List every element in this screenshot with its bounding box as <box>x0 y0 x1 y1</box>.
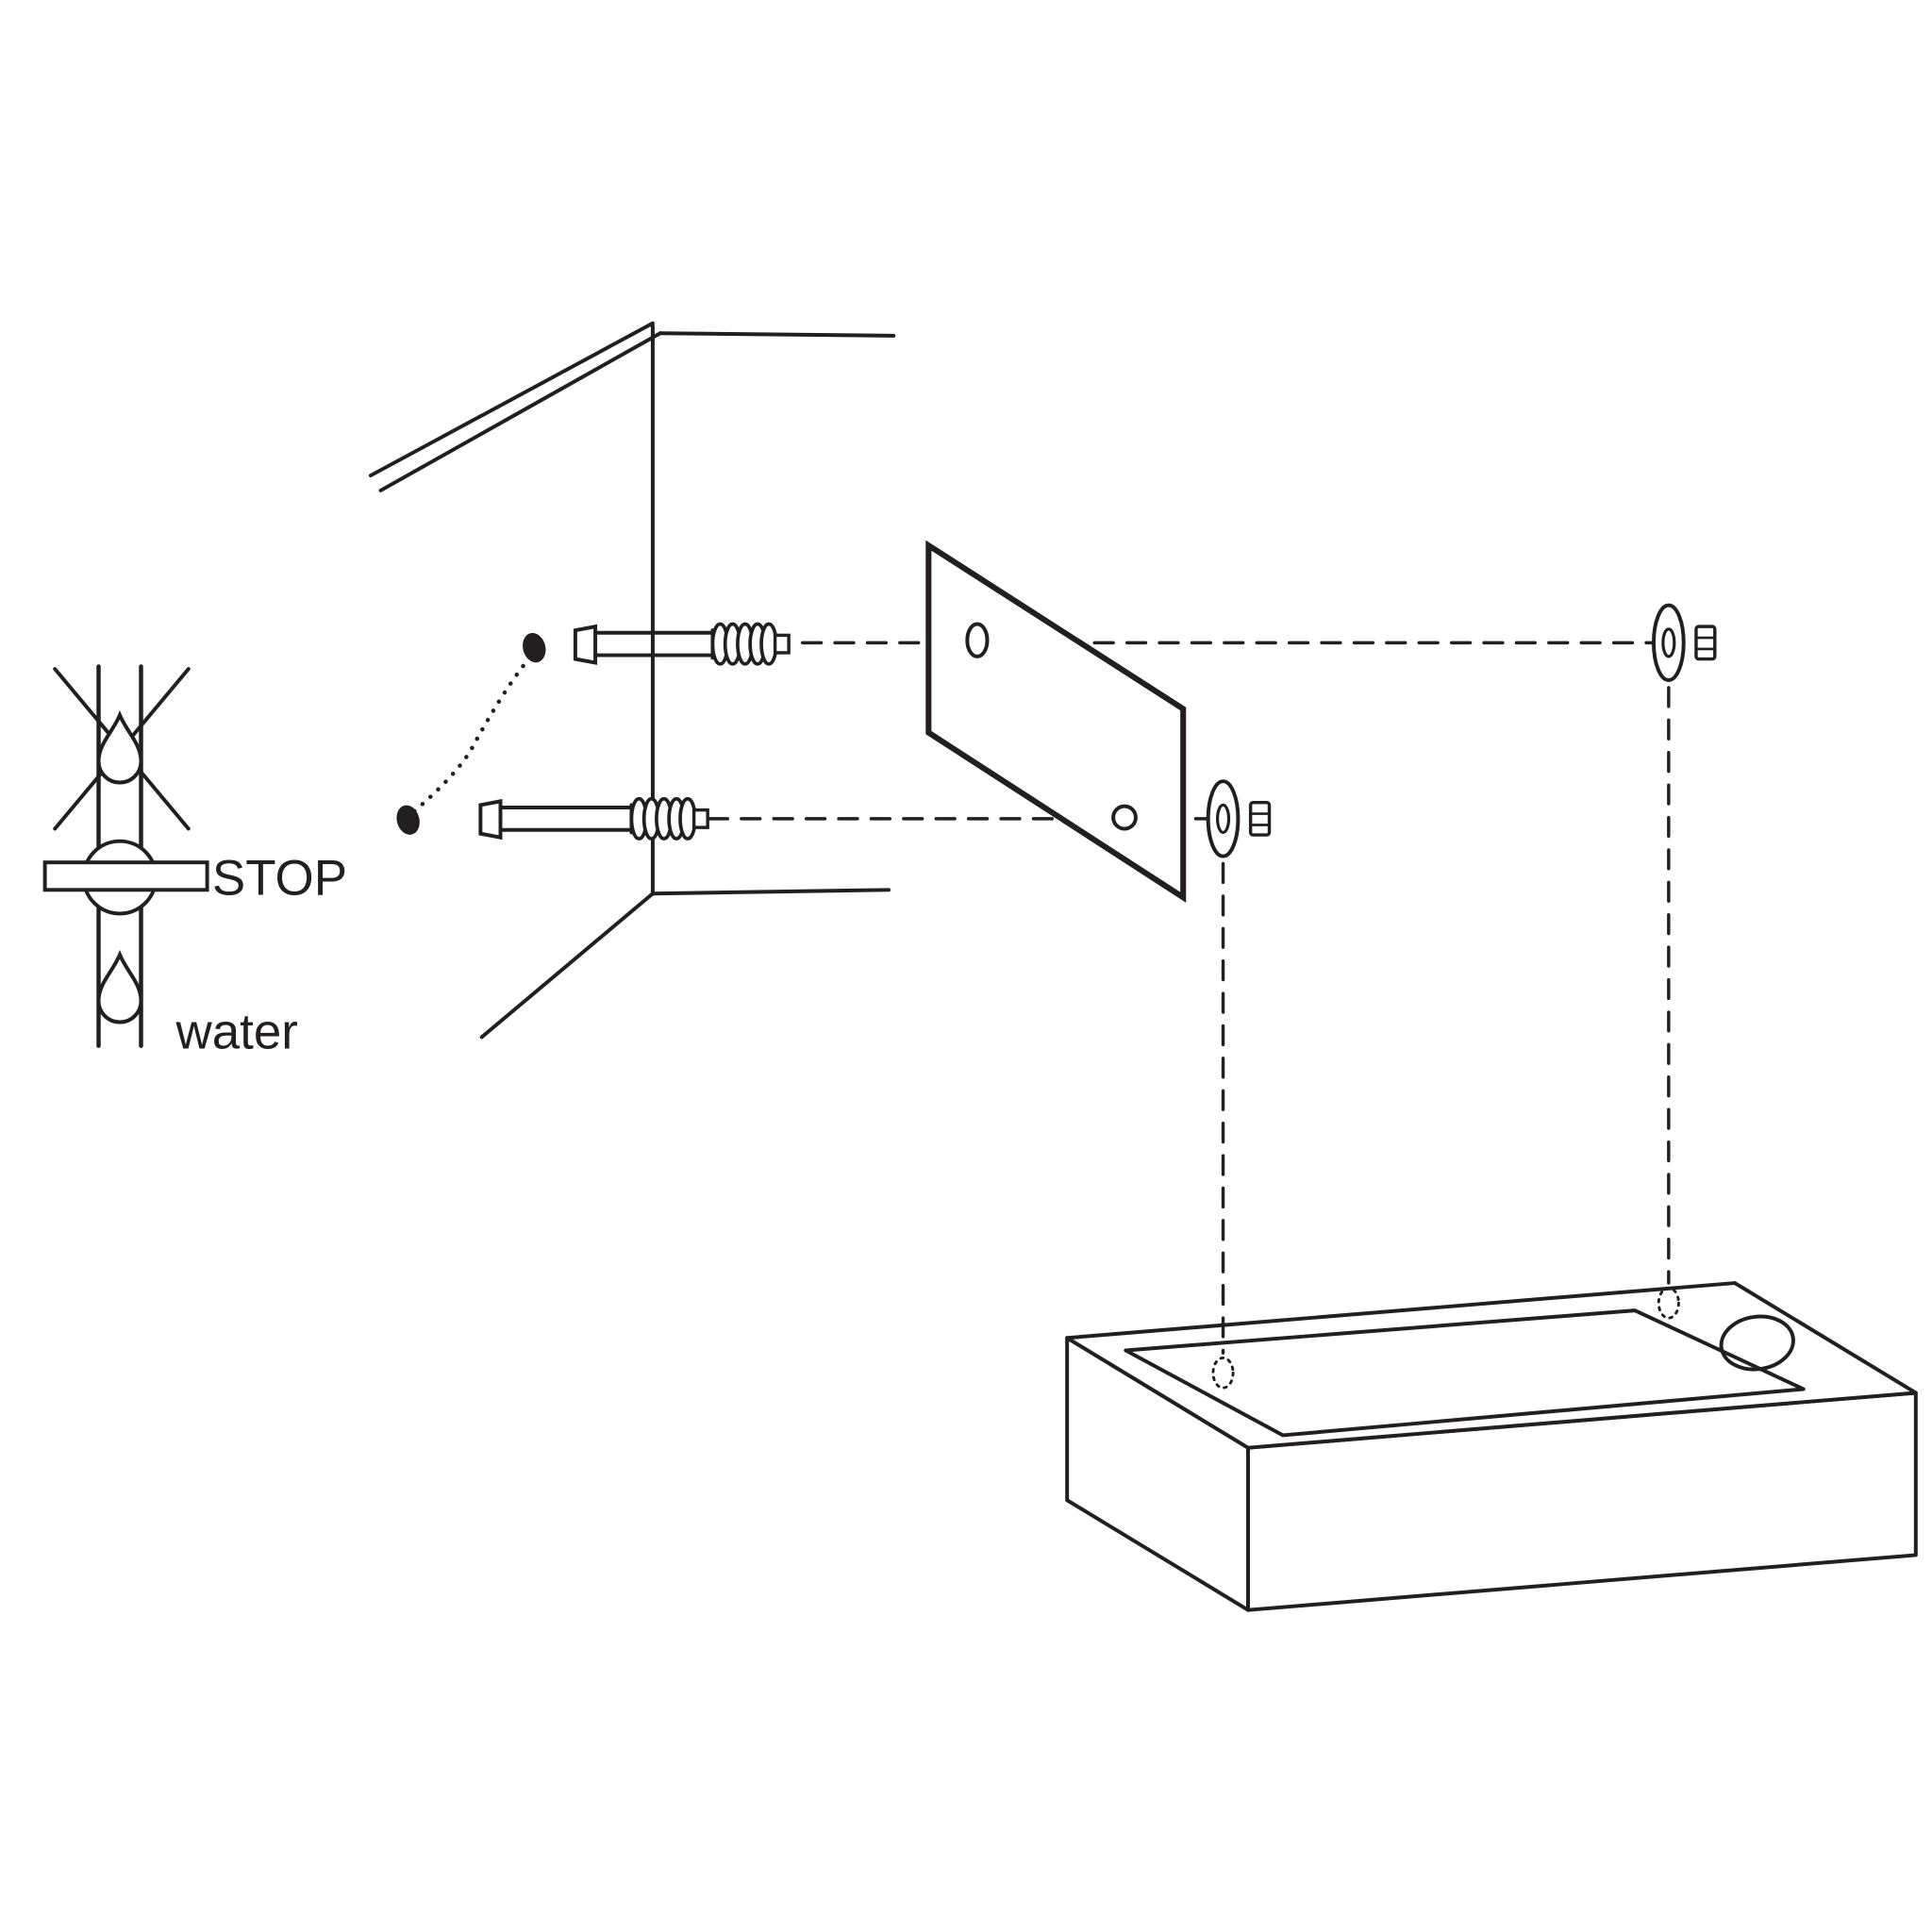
wall-anchor-screw-bottom <box>478 796 709 841</box>
washer-and-nut-right <box>1651 603 1717 683</box>
washer-and-nut-middle <box>1206 779 1272 858</box>
washer-icon <box>1206 779 1241 858</box>
anchor-plug-ribs <box>629 796 697 841</box>
washer-center-hole <box>1215 803 1231 835</box>
nut-icon <box>1694 625 1717 661</box>
washer-icon <box>1651 603 1686 683</box>
bracket-slot-hole-top <box>965 622 990 658</box>
drill-guide-dotted-line <box>411 658 529 814</box>
screw-head <box>478 798 503 841</box>
water-drop-icon <box>96 710 143 785</box>
stop-valve-handle <box>42 860 209 892</box>
stop-label: STOP <box>212 851 347 907</box>
basin-mounting-holes <box>1211 1286 1680 1390</box>
wall-top-edge-outer <box>368 321 655 478</box>
nut-icon <box>1248 800 1272 837</box>
mounting-hole-marker-right <box>1657 1286 1680 1320</box>
anchor-plug-tip <box>773 633 791 655</box>
wall-bottom-right-edge <box>650 888 891 896</box>
drill-hole-markers <box>396 632 546 835</box>
drill-hole-marker-top <box>523 632 546 663</box>
water-label: water <box>175 1004 298 1059</box>
washer-center-hole <box>1661 627 1676 658</box>
wall-top-edge-inner <box>378 331 662 492</box>
drill-hole-marker-bottom <box>396 805 420 835</box>
wall-bottom-left-edge <box>479 891 655 1040</box>
wall-anchor-screw-top <box>573 622 791 666</box>
basin-top-face <box>1065 1281 1918 1450</box>
mounting-hole-marker-left <box>1211 1356 1235 1390</box>
wall-corner <box>368 321 896 1040</box>
mounting-bracket-plate <box>925 540 1187 903</box>
anchor-plug-tip <box>691 808 709 829</box>
anchor-plug-ribs <box>710 622 778 666</box>
washbasin <box>1065 1281 1918 1612</box>
water-shutoff-symbol: STOP water <box>42 664 347 1059</box>
mounting-bracket <box>925 540 1187 903</box>
water-drop-icon <box>96 950 143 1024</box>
wall-top-right-edge <box>658 331 896 338</box>
screw-head <box>573 624 598 665</box>
bracket-hole-bottom <box>1111 804 1138 831</box>
basin-inner-rim <box>1124 1308 1806 1438</box>
alignment-dashed-lines-vertical <box>1221 686 1671 1355</box>
faucet-hole <box>1719 1314 1795 1372</box>
